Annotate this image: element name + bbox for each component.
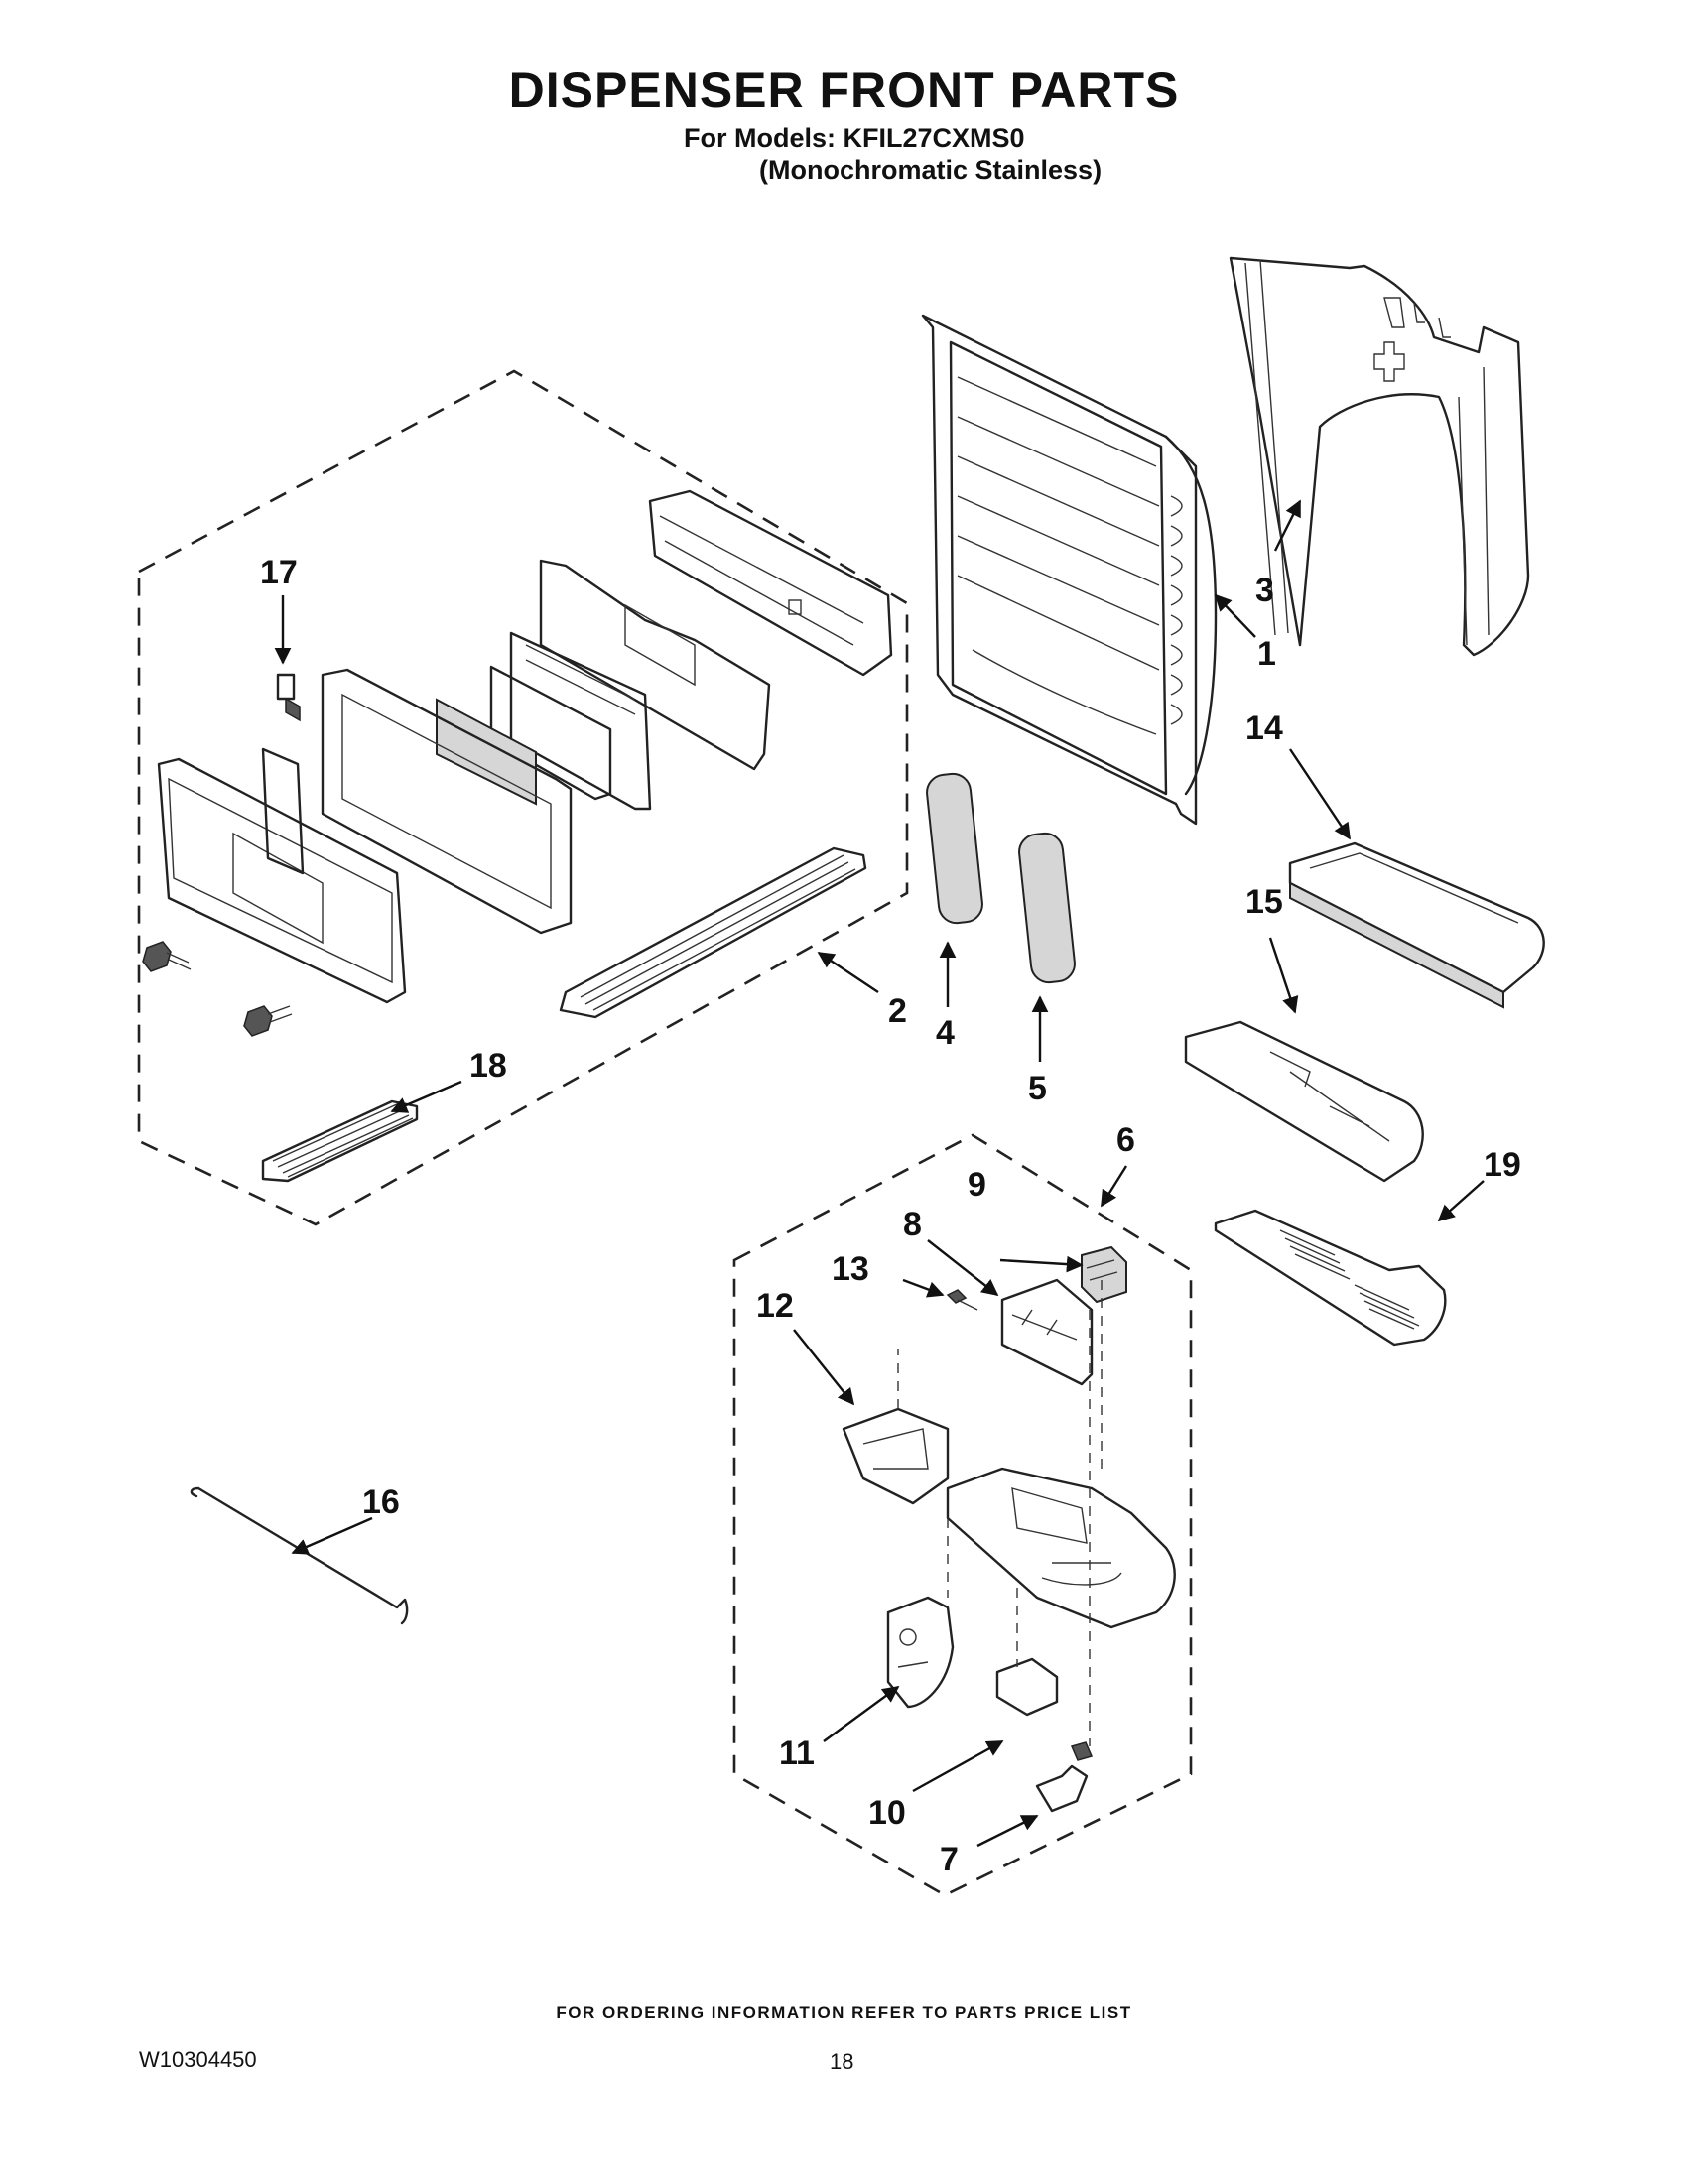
callout-13: 13 bbox=[832, 1250, 869, 1288]
assembly-outline-control-panel bbox=[137, 369, 909, 1226]
callout-9: 9 bbox=[968, 1166, 986, 1204]
callout-6: 6 bbox=[1116, 1121, 1135, 1159]
callout-12: 12 bbox=[756, 1287, 794, 1325]
part-6-dispenser-housing-assembly bbox=[842, 1245, 1176, 1813]
callout-4: 4 bbox=[936, 1014, 955, 1052]
callout-18: 18 bbox=[469, 1047, 507, 1085]
document-number: W10304450 bbox=[139, 2047, 257, 2072]
part-3-dispenser-shroud bbox=[1229, 256, 1530, 657]
part-15-tray-base bbox=[1184, 1020, 1424, 1183]
callout-10: 10 bbox=[868, 1794, 906, 1832]
leader-arrows bbox=[274, 499, 1485, 1848]
callout-15: 15 bbox=[1245, 883, 1283, 921]
part-2-control-panel-assembly bbox=[142, 489, 893, 1037]
callout-7: 7 bbox=[940, 1841, 959, 1878]
callout-5: 5 bbox=[1028, 1070, 1047, 1107]
callout-17: 17 bbox=[260, 554, 298, 591]
page-title: DISPENSER FRONT PARTS bbox=[508, 63, 1180, 118]
callout-16: 16 bbox=[362, 1483, 400, 1521]
part-4-trim-pad bbox=[926, 772, 983, 925]
callout-3: 3 bbox=[1255, 572, 1274, 609]
part-19-tray-grille bbox=[1214, 1209, 1447, 1347]
part-18-wire-harness bbox=[261, 1099, 419, 1183]
part-5-trim-pad bbox=[1018, 832, 1076, 984]
callout-2: 2 bbox=[888, 992, 907, 1030]
callout-labels: 1 2 3 4 5 6 7 8 9 10 11 12 13 14 15 16 1… bbox=[260, 554, 1521, 1878]
finish-line: (Monochromatic Stainless) bbox=[759, 155, 1103, 185]
ordering-note: FOR ORDERING INFORMATION REFER TO PARTS … bbox=[556, 2003, 1132, 2022]
callout-14: 14 bbox=[1245, 709, 1283, 747]
model-number-line: For Models: KFIL27CXMS0 bbox=[684, 123, 1025, 153]
page-number: 18 bbox=[830, 2049, 854, 2074]
part-14-drip-tray bbox=[1288, 841, 1545, 1009]
callout-8: 8 bbox=[903, 1206, 922, 1243]
assembly-outline-dispenser-housing bbox=[732, 1133, 1193, 1897]
callout-19: 19 bbox=[1484, 1146, 1521, 1184]
callout-11: 11 bbox=[779, 1734, 815, 1772]
callout-1: 1 bbox=[1257, 635, 1276, 673]
part-1-dispenser-front-frame bbox=[921, 314, 1218, 826]
part-16-wire-rod bbox=[190, 1486, 409, 1625]
